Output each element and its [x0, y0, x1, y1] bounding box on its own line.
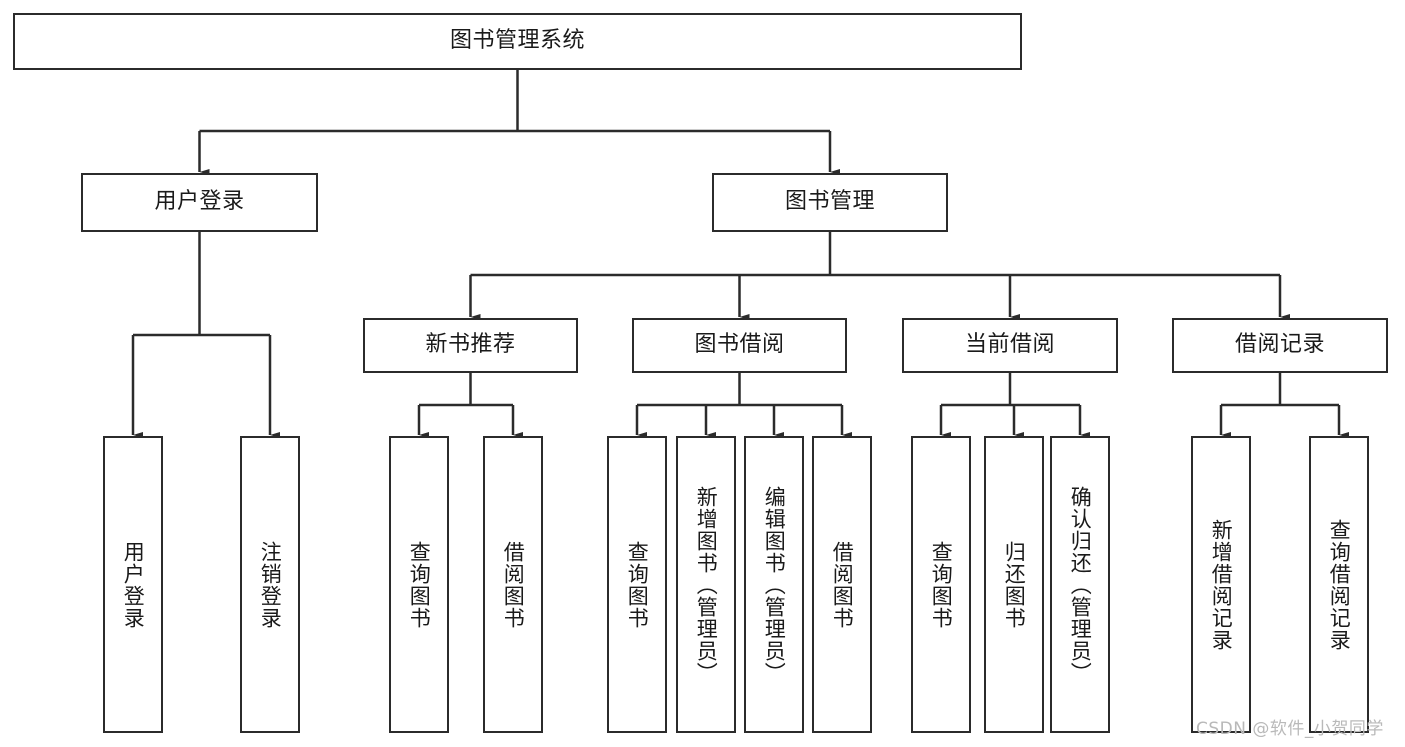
node-label: 查询借阅记录	[1327, 518, 1352, 651]
node-label: 新增借阅记录	[1209, 518, 1234, 651]
node-leaf-query-2[interactable]: 查询图书	[607, 436, 667, 733]
node-label: 借阅记录	[1234, 332, 1325, 358]
node-label: 查询图书	[929, 540, 954, 629]
node-leaf-borrow-1[interactable]: 借阅图书	[483, 436, 543, 733]
node-leaf-edit-book[interactable]: 编辑图书（管理员）	[744, 436, 804, 733]
node-label: 新书推荐	[425, 332, 516, 358]
node-leaf-confirm[interactable]: 确认归还（管理员）	[1050, 436, 1110, 733]
node-borrow-record[interactable]: 借阅记录	[1172, 318, 1388, 373]
node-leaf-add-book[interactable]: 新增图书（管理员）	[676, 436, 736, 733]
node-current-borrow[interactable]: 当前借阅	[902, 318, 1118, 373]
node-root[interactable]: 图书管理系统	[13, 13, 1022, 70]
node-label: 借阅图书	[830, 540, 855, 629]
node-label: 归还图书	[1002, 540, 1027, 629]
node-label: 查询图书	[625, 540, 650, 629]
node-label: 确认归还（管理员）	[1068, 485, 1093, 684]
node-label: 当前借阅	[964, 332, 1055, 358]
node-leaf-user-login[interactable]: 用户登录	[103, 436, 163, 733]
node-book-manage[interactable]: 图书管理	[712, 173, 948, 232]
node-label: 查询图书	[407, 540, 432, 629]
node-leaf-return[interactable]: 归还图书	[984, 436, 1044, 733]
node-label: 用户登录	[121, 540, 146, 629]
node-leaf-query-1[interactable]: 查询图书	[389, 436, 449, 733]
node-leaf-borrow-2[interactable]: 借阅图书	[812, 436, 872, 733]
node-label: 用户登录	[154, 189, 245, 215]
csdn-watermark: CSDN @软件_小贺同学	[1196, 719, 1384, 739]
node-label: 图书借阅	[694, 332, 785, 358]
node-label: 借阅图书	[501, 540, 526, 629]
node-label: 新增图书（管理员）	[694, 485, 719, 684]
node-label: 图书管理系统	[449, 28, 585, 54]
node-leaf-add-rec[interactable]: 新增借阅记录	[1191, 436, 1251, 733]
node-leaf-logout[interactable]: 注销登录	[240, 436, 300, 733]
node-leaf-query-3[interactable]: 查询图书	[911, 436, 971, 733]
node-label: 注销登录	[258, 540, 283, 629]
node-book-borrow[interactable]: 图书借阅	[632, 318, 847, 373]
node-leaf-query-rec[interactable]: 查询借阅记录	[1309, 436, 1369, 733]
node-new-book-rec[interactable]: 新书推荐	[363, 318, 578, 373]
node-user-login[interactable]: 用户登录	[81, 173, 318, 232]
node-label: 图书管理	[784, 189, 875, 215]
node-label: 编辑图书（管理员）	[762, 485, 787, 684]
